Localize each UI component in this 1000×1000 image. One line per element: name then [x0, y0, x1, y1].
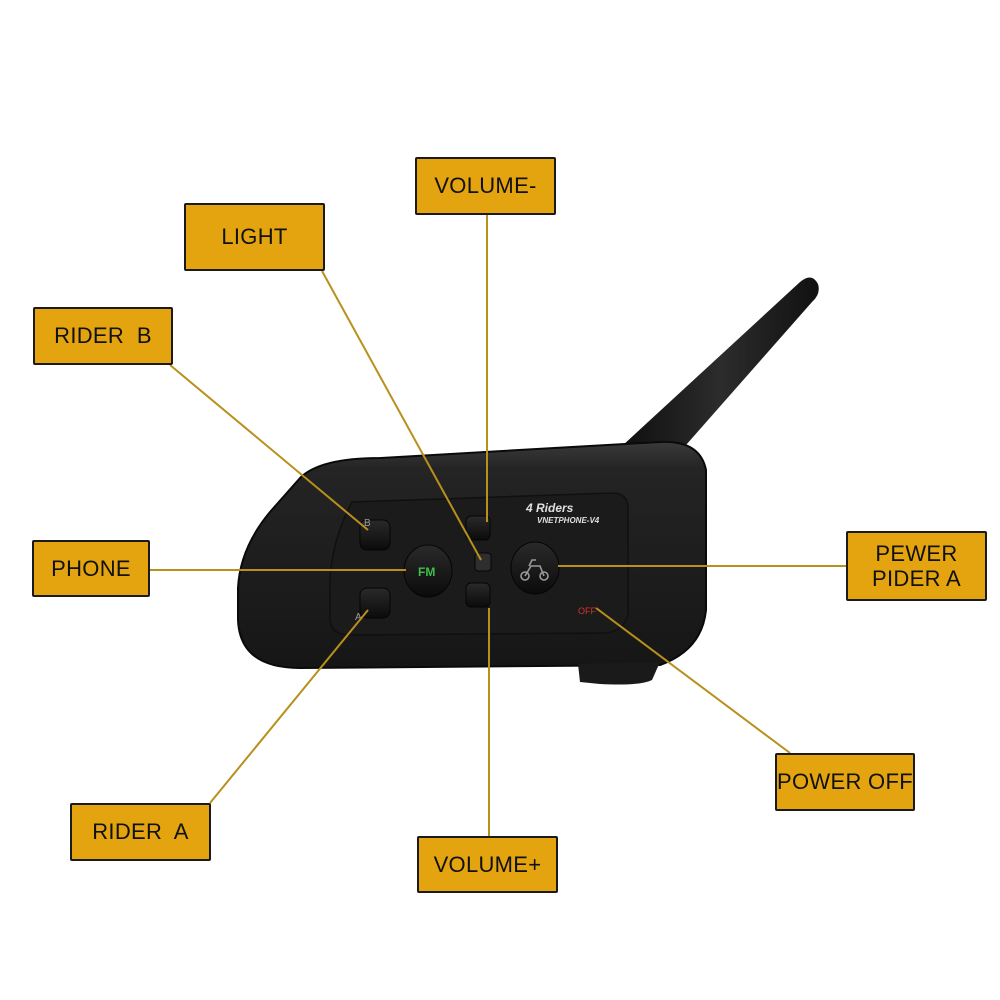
leader-lines — [150, 215, 846, 836]
brand-logo: 4 Riders — [525, 501, 574, 515]
antenna — [622, 277, 819, 470]
label-fm: FM — [418, 565, 435, 579]
leader-light — [321, 270, 482, 561]
label-a: A — [355, 612, 362, 623]
model-label: VNETPHONE-V4 — [537, 516, 600, 525]
button-light[interactable] — [474, 552, 492, 572]
callout-volume-minus: VOLUME- — [415, 157, 556, 215]
device-body — [237, 440, 707, 685]
button-power-rider-a[interactable] — [510, 541, 560, 595]
leader-rider-b — [169, 364, 369, 531]
label-b: B — [364, 518, 371, 529]
button-rider-b[interactable] — [359, 519, 391, 551]
label-off: OFF — [578, 606, 596, 616]
callout-light: LIGHT — [184, 203, 325, 271]
button-volume-minus[interactable] — [465, 515, 491, 541]
callout-rider-b: RIDER B — [33, 307, 173, 365]
motorcycle-icon — [520, 559, 549, 581]
callout-power-off: POWER OFF — [775, 753, 915, 811]
callout-phone: PHONE — [32, 540, 150, 597]
callout-rider-a: RIDER A — [70, 803, 211, 861]
button-volume-plus[interactable] — [465, 582, 491, 608]
leader-rider-a — [209, 609, 369, 804]
callout-power-rider-a: PEWER PIDER A — [846, 531, 987, 601]
leader-power-off — [595, 607, 791, 754]
callout-volume-plus: VOLUME+ — [417, 836, 558, 893]
